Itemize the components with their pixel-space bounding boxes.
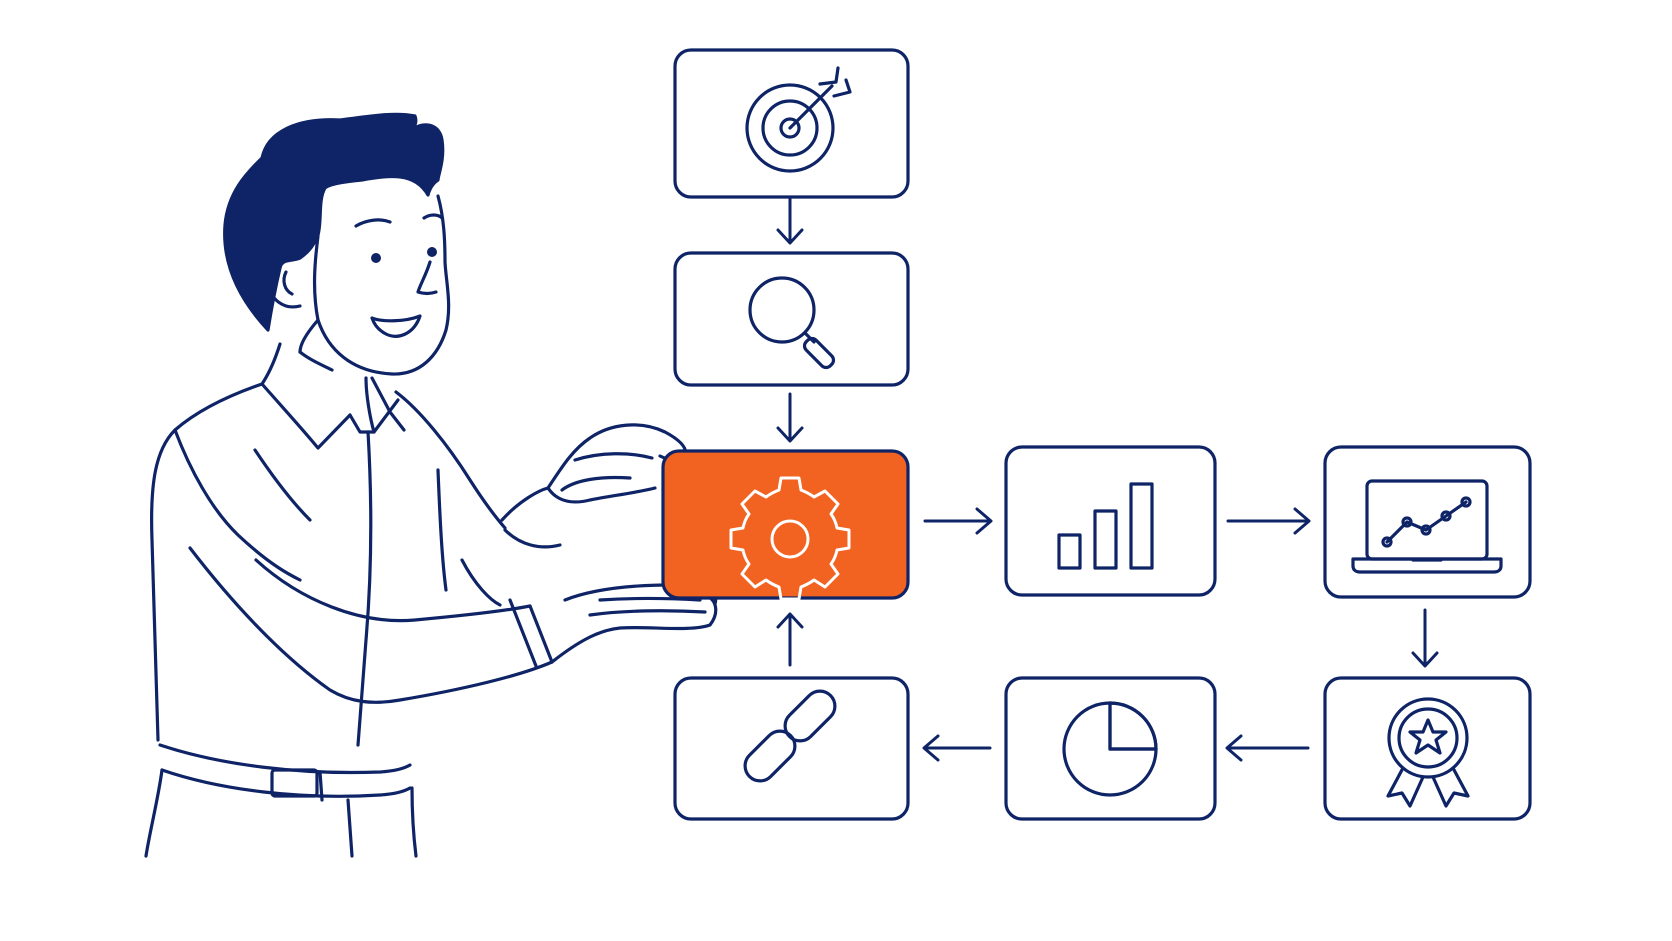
arm-front <box>188 546 554 704</box>
magnifier-icon <box>748 276 836 370</box>
arrow-process-to-analytics <box>923 507 993 535</box>
man-illustration <box>144 112 718 858</box>
step-box-research <box>673 251 910 387</box>
eye-right <box>427 247 437 257</box>
bar-chart-icon <box>1057 482 1154 570</box>
arrow-award-to-report <box>1225 734 1310 762</box>
shirt-body <box>150 382 264 742</box>
arrow-integration-to-process <box>776 612 804 667</box>
eyebrow-left <box>354 218 392 228</box>
gear-icon <box>729 476 851 601</box>
mouth <box>370 314 422 338</box>
belt <box>158 743 412 775</box>
chain-link-icon <box>743 689 837 783</box>
flow-arrows <box>776 196 1439 762</box>
step-box-report <box>1004 676 1217 821</box>
arm-upper <box>173 428 302 582</box>
award-ribbon-icon <box>1386 697 1470 808</box>
arrow-research-to-process <box>776 392 804 443</box>
step-box-goal <box>673 48 910 199</box>
arrow-analytics-to-monitoring <box>1226 507 1311 535</box>
ear <box>266 253 302 309</box>
arrow-goal-to-research <box>776 196 804 245</box>
step-box-award <box>1323 676 1532 821</box>
hair <box>223 112 445 332</box>
eyebrow-right <box>422 213 444 220</box>
collar <box>260 342 352 450</box>
arrow-monitoring-to-award <box>1411 608 1439 668</box>
step-box-integration <box>673 676 910 821</box>
pie-chart-icon <box>1062 701 1158 797</box>
step-box-monitoring <box>1323 445 1532 599</box>
eye-left <box>371 253 381 263</box>
step-box-process <box>661 449 910 601</box>
laptop-line-chart-icon <box>1351 479 1503 574</box>
hand-lower <box>550 594 718 664</box>
face-outline <box>312 194 451 376</box>
target-icon <box>745 66 852 173</box>
nose <box>416 260 438 296</box>
arrow-report-to-integration <box>922 734 992 762</box>
pants <box>144 768 164 858</box>
step-box-analytics <box>1004 445 1217 597</box>
